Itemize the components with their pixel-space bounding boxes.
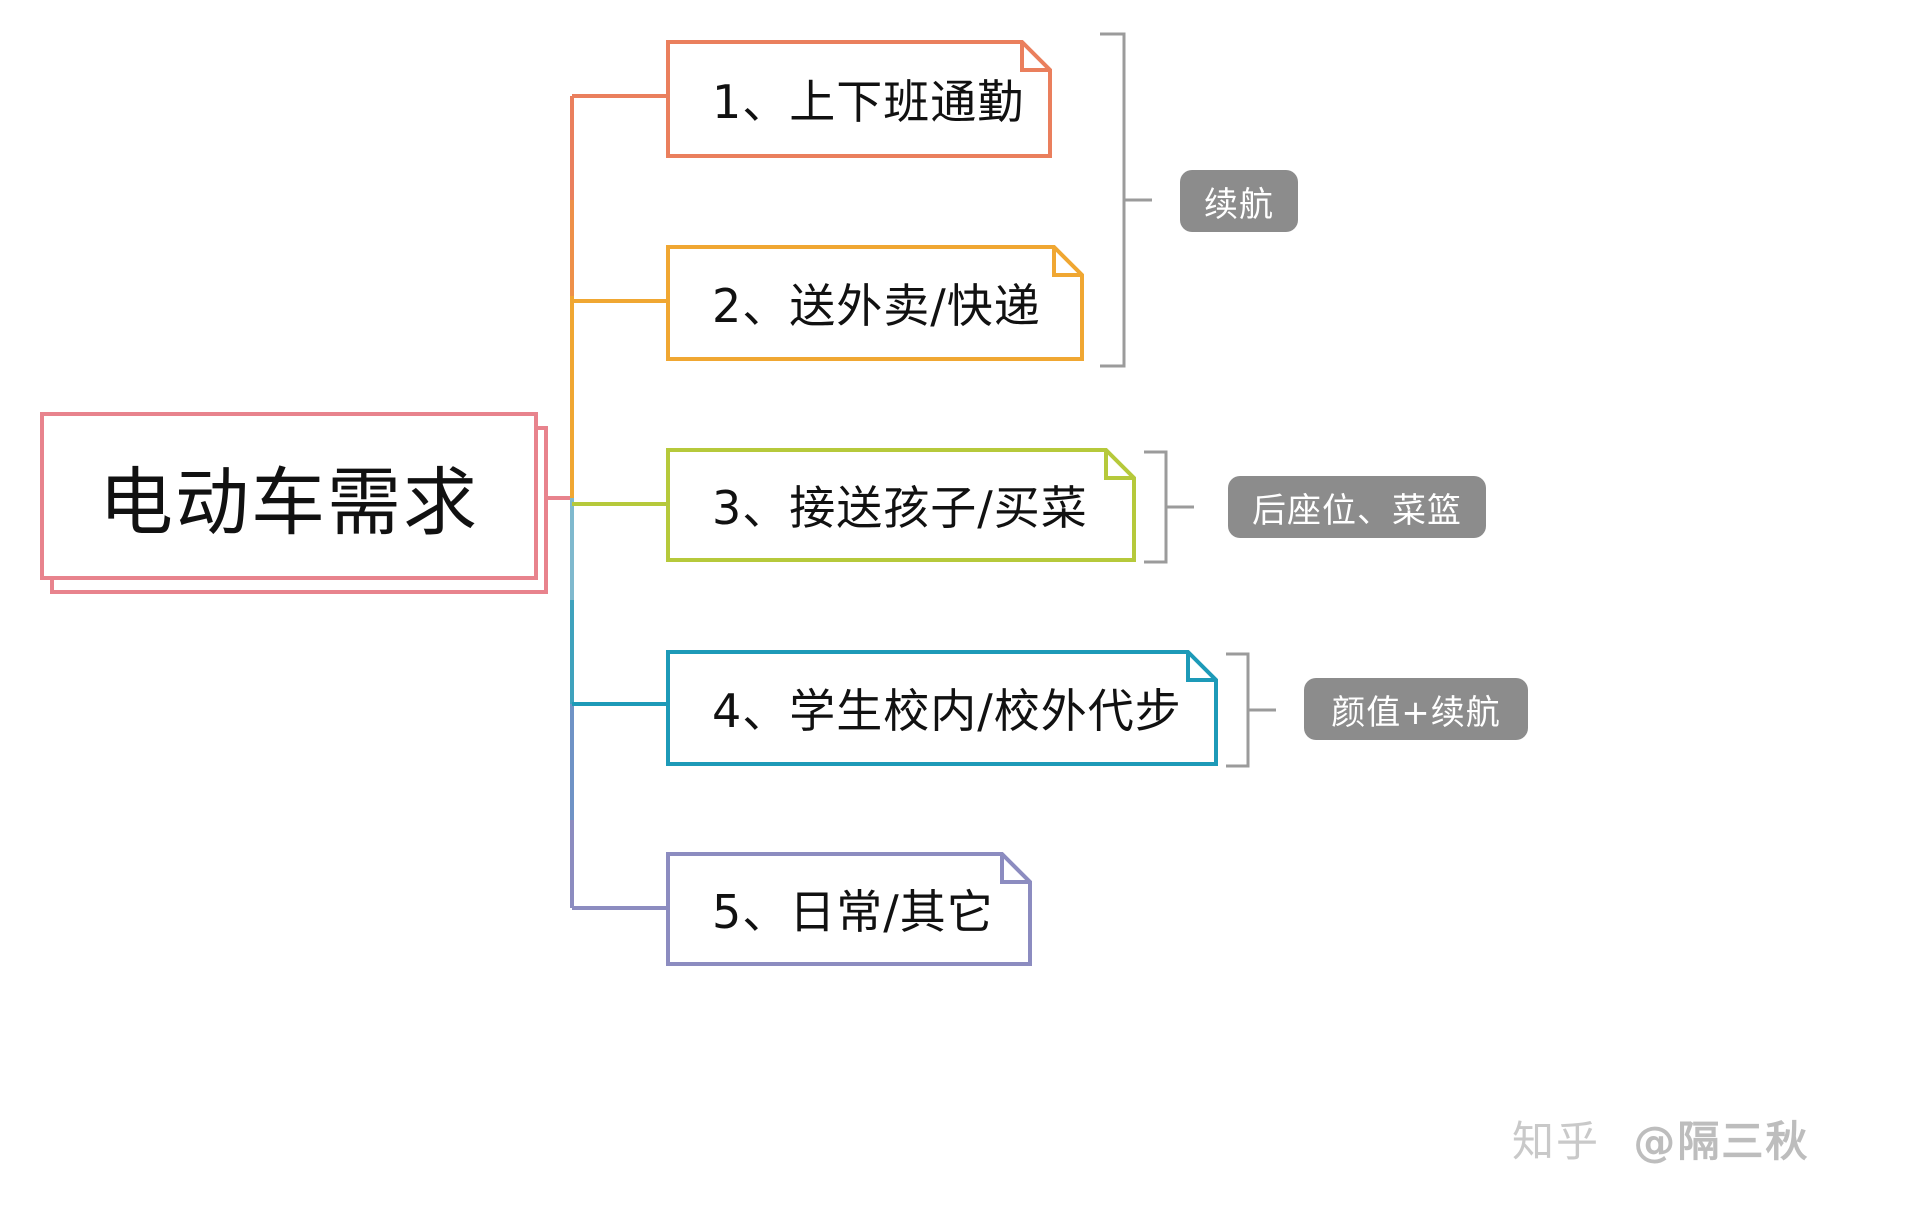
group-bracket-1 (1100, 32, 1152, 368)
root-node-box[interactable]: 电动车需求 (40, 412, 538, 580)
note-card-fold-1 (666, 40, 1052, 158)
group-badge-1-label: 续航 (1204, 184, 1274, 225)
group-bracket-2 (1144, 450, 1194, 564)
group-badge-3[interactable]: 颜值+续航 (1304, 678, 1528, 740)
note-card-fold-3 (666, 448, 1136, 562)
root-node[interactable]: 电动车需求 (40, 412, 552, 598)
group-badge-3-label: 颜值+续航 (1331, 692, 1501, 733)
branch-node-5[interactable]: 5、日常/其它 (666, 852, 1032, 966)
watermark-handle: @隔三秋 (1633, 1117, 1810, 1166)
branch-node-5-label: 5、日常/其它 (712, 885, 994, 939)
note-card-fold-5 (666, 852, 1032, 966)
branch-node-2[interactable]: 2、送外卖/快递 (666, 245, 1084, 361)
note-card-fold-2 (666, 245, 1084, 361)
group-bracket-3 (1226, 652, 1276, 768)
watermark-site: 知乎 (1512, 1117, 1601, 1166)
group-badge-2-label: 后座位、菜篮 (1252, 490, 1462, 531)
branch-node-4-label: 4、学生校内/校外代步 (712, 684, 1182, 738)
note-card-fold-4 (666, 650, 1218, 766)
watermark: 知乎 @隔三秋 (1512, 1108, 1809, 1169)
branch-node-1-label: 1、上下班通勤 (712, 75, 1025, 129)
branch-node-4[interactable]: 4、学生校内/校外代步 (666, 650, 1218, 766)
group-badge-1[interactable]: 续航 (1180, 170, 1298, 232)
branch-node-3[interactable]: 3、接送孩子/买菜 (666, 448, 1136, 562)
branch-node-2-label: 2、送外卖/快递 (712, 279, 1041, 333)
group-badge-2[interactable]: 后座位、菜篮 (1228, 476, 1486, 538)
branch-node-1[interactable]: 1、上下班通勤 (666, 40, 1052, 158)
root-node-label: 电动车需求 (99, 459, 479, 546)
branch-node-3-label: 3、接送孩子/买菜 (712, 481, 1088, 535)
